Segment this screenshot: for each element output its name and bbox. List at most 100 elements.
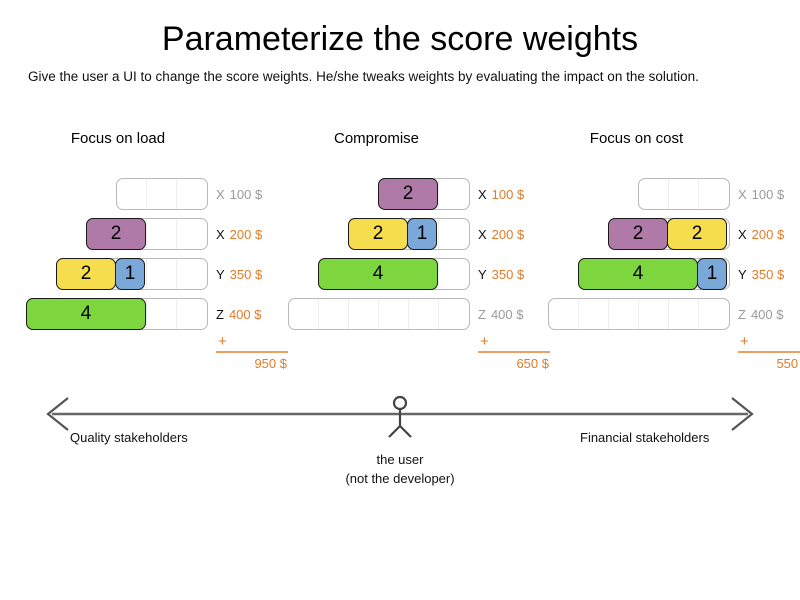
column-header: Focus on cost bbox=[589, 130, 684, 147]
row-key: Y bbox=[738, 266, 747, 282]
user-caption-line-2: (not the developer) bbox=[345, 471, 455, 486]
weight-slider-track[interactable] bbox=[638, 178, 730, 210]
weight-block-yellow[interactable]: 2 bbox=[56, 258, 116, 290]
slider-cells bbox=[289, 299, 469, 329]
column-total: +550 $ bbox=[738, 333, 800, 371]
weight-block-green[interactable]: 4 bbox=[26, 298, 146, 330]
weight-block-purple[interactable]: 2 bbox=[86, 218, 146, 250]
total-amount: 550 $ bbox=[776, 356, 800, 371]
weight-block-purple[interactable]: 2 bbox=[608, 218, 668, 250]
row-key: Z bbox=[216, 306, 224, 322]
page-title: Parameterize the score weights bbox=[161, 20, 639, 58]
weight-slider-track[interactable] bbox=[548, 298, 730, 330]
weight-block-green[interactable]: 4 bbox=[318, 258, 438, 290]
total-rule bbox=[216, 351, 288, 353]
row-key: Z bbox=[478, 306, 486, 322]
row-amount: 100 $ bbox=[491, 186, 525, 202]
row-amount: 100 $ bbox=[751, 186, 785, 202]
plus-sign: + bbox=[218, 333, 227, 350]
weight-block-purple[interactable]: 2 bbox=[378, 178, 438, 210]
axis-label-financial: Financial stakeholders bbox=[580, 430, 710, 445]
total-rule bbox=[478, 351, 550, 353]
column-total: +650 $ bbox=[478, 333, 550, 371]
total-rule bbox=[738, 351, 800, 353]
column-total: +950 $ bbox=[216, 333, 288, 371]
weight-block-green[interactable]: 4 bbox=[578, 258, 698, 290]
column-header: Focus on load bbox=[70, 130, 166, 147]
user-caption-line-1: the user bbox=[376, 452, 424, 467]
slider-cells bbox=[117, 179, 207, 209]
total-amount: 950 $ bbox=[254, 356, 287, 371]
row-amount: 350 $ bbox=[751, 266, 785, 282]
weight-block-blue[interactable]: 1 bbox=[115, 258, 145, 290]
arrow-head-left bbox=[46, 397, 69, 431]
weight-slider-track[interactable] bbox=[288, 298, 470, 330]
column-header: Compromise bbox=[333, 130, 420, 147]
weight-slider-track[interactable] bbox=[116, 178, 208, 210]
plus-sign: + bbox=[480, 333, 489, 350]
row-key: X bbox=[738, 226, 747, 242]
weight-blocks: 4 bbox=[26, 298, 208, 330]
row-amount: 100 $ bbox=[229, 186, 263, 202]
row-amount: 400 $ bbox=[490, 306, 524, 322]
axis-label-quality: Quality stakeholders bbox=[70, 430, 188, 445]
weight-block-yellow[interactable]: 2 bbox=[348, 218, 408, 250]
row-amount: 200 $ bbox=[229, 226, 263, 242]
row-key: Y bbox=[478, 266, 487, 282]
row-amount: 400 $ bbox=[750, 306, 784, 322]
weight-block-yellow[interactable]: 2 bbox=[667, 218, 727, 250]
weight-block-blue[interactable]: 1 bbox=[697, 258, 727, 290]
slider-cells bbox=[549, 299, 729, 329]
weight-blocks: 2 bbox=[86, 218, 208, 250]
user-caption: the user (not the developer) bbox=[0, 450, 800, 488]
plus-sign: + bbox=[740, 333, 749, 350]
row-amount: 350 $ bbox=[491, 266, 525, 282]
row-key: X bbox=[216, 226, 225, 242]
row-amount: 350 $ bbox=[229, 266, 263, 282]
weight-block-blue[interactable]: 1 bbox=[407, 218, 437, 250]
row-key: Y bbox=[216, 266, 225, 282]
stick-figure-user bbox=[388, 395, 412, 438]
page-subtitle: Give the user a UI to change the score w… bbox=[28, 69, 699, 84]
row-amount: 200 $ bbox=[491, 226, 525, 242]
row-key: Z bbox=[738, 306, 746, 322]
row-amount: 400 $ bbox=[228, 306, 262, 322]
total-amount: 650 $ bbox=[516, 356, 549, 371]
arrow-head-right bbox=[731, 397, 754, 431]
row-key: X bbox=[738, 186, 747, 202]
stakeholder-axis bbox=[46, 395, 754, 438]
weight-blocks: 4 bbox=[318, 258, 470, 290]
